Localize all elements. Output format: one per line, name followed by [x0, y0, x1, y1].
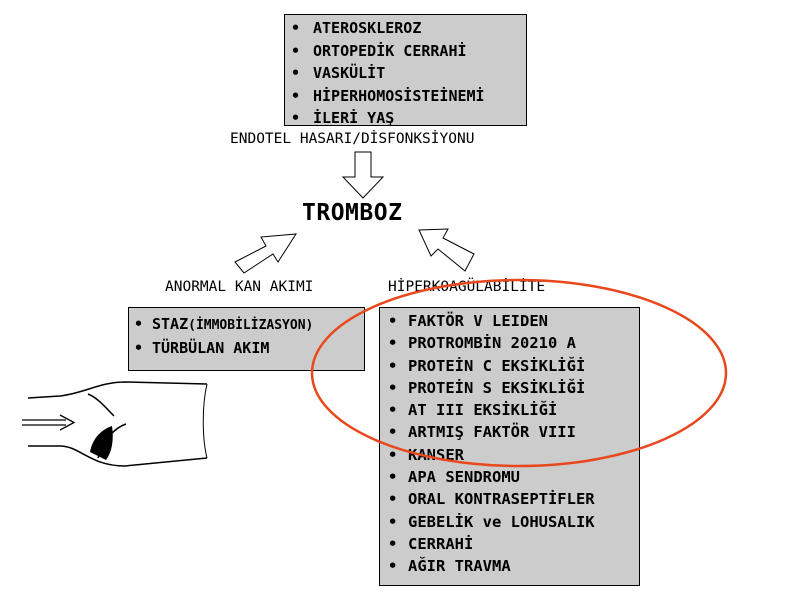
- down-arrow-icon: [341, 151, 385, 199]
- list-item: TÜRBÜLAN AKIM: [134, 337, 364, 360]
- list-item: KANSER: [388, 444, 639, 467]
- endothelial-causes-box: ATEROSKLEROZ ORTOPEDİK CERRAHİ VASKÜLİT …: [284, 14, 527, 129]
- up-left-arrow-icon: [418, 228, 475, 272]
- stasis-label: STAZ: [152, 315, 189, 333]
- list-item: ARTMIŞ FAKTÖR VIII: [388, 421, 639, 444]
- list-item: ATEROSKLEROZ: [291, 17, 526, 40]
- list-item: HİPERHOMOSİSTEİNEMİ: [291, 85, 526, 108]
- list-item: İLERİ YAŞ: [291, 107, 526, 130]
- stasis-sublabel: (İMMOBİLİZASYON): [188, 318, 314, 333]
- list-item: AT III EKSİKLİĞİ: [388, 399, 639, 422]
- list-item: PROTROMBİN 20210 A: [388, 332, 639, 355]
- list-item: PROTEİN S EKSİKLİĞİ: [388, 377, 639, 400]
- abnormal-flow-label: ANORMAL KAN AKIMI: [165, 279, 314, 295]
- endothelial-label: ENDOTEL HASARI/DİSFONKSİYONU: [230, 131, 475, 147]
- list-item: ORAL KONTRASEPTİFLER: [388, 488, 639, 511]
- hypercoagulability-label: HİPERKOAGÜLABİLİTE: [388, 279, 546, 295]
- hypercoagulability-box: FAKTÖR V LEIDEN PROTROMBİN 20210 A PROTE…: [379, 307, 640, 586]
- list-item: APA SENDROMU: [388, 466, 639, 489]
- list-item: STAZ(İMMOBİLİZASYON): [134, 313, 364, 337]
- highlight-ellipse: [310, 278, 728, 468]
- list-item: PROTEİN C EKSİKLİĞİ: [388, 355, 639, 378]
- thrombus-icon: [90, 426, 113, 460]
- vein-valve-icon: [22, 381, 208, 467]
- list-item: CERRAHİ: [388, 533, 639, 556]
- list-item: AĞIR TRAVMA: [388, 555, 639, 578]
- list-item: FAKTÖR V LEIDEN: [388, 310, 639, 333]
- list-item: VASKÜLİT: [291, 62, 526, 85]
- list-item: ORTOPEDİK CERRAHİ: [291, 40, 526, 63]
- list-item: GEBELİK ve LOHUSALIK: [388, 511, 639, 534]
- up-right-arrow-icon: [234, 233, 297, 274]
- center-title: TROMBOZ: [302, 200, 403, 226]
